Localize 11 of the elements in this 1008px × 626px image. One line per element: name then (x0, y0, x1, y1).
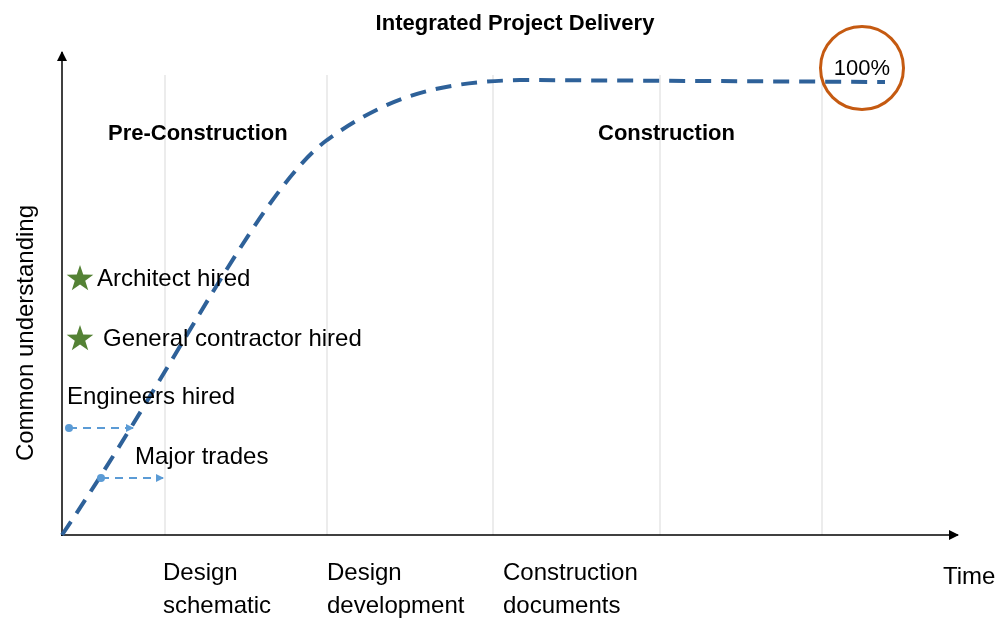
axis-label: Common understanding (10, 203, 39, 464)
phase-axis-label: Design development (327, 557, 466, 620)
axis-label: Time (943, 561, 997, 591)
phase-axis-label: Design schematic (163, 557, 273, 620)
phase-label: Pre-Construction (108, 119, 289, 147)
phase-label: Construction (598, 119, 736, 147)
milestone-label: General contractor hired (103, 323, 363, 353)
milestone-label: Architect hired (97, 263, 252, 293)
phase-axis-label: Construction documents (503, 557, 639, 620)
chart-title: Integrated Project Delivery (374, 9, 656, 37)
milestone-label: Major trades (135, 441, 270, 471)
